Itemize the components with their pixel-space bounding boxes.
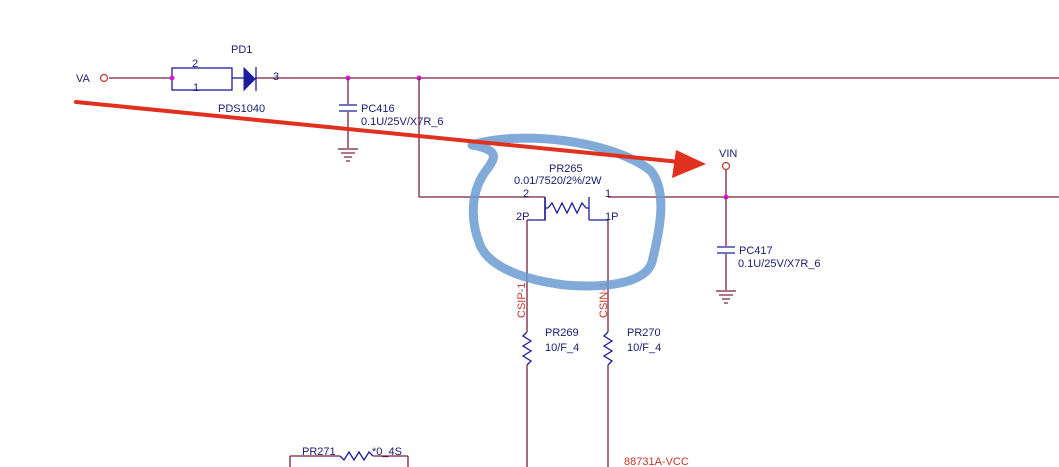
annotation-arrow [74, 100, 706, 178]
vin-label: VIN [719, 148, 737, 160]
ground-icon [716, 290, 736, 304]
pr265-pin-2: 2 [523, 188, 529, 200]
cap-pc417: PC417 0.1U/25V/X7R_6 [716, 194, 821, 304]
va-label: VA [76, 73, 91, 85]
vin-port: VIN [719, 148, 737, 197]
junction-dot [169, 75, 175, 81]
ground-icon [338, 148, 358, 162]
pd1-pin-1: 1 [193, 82, 199, 94]
pc417-value: 0.1U/25V/X7R_6 [738, 258, 821, 270]
vcc-net-label: 88731A-VCC [624, 456, 689, 467]
pr269-value: 10/F_4 [545, 342, 579, 354]
res-pr271: PR271 *0_4S [289, 446, 409, 467]
pr265-pin-1: 1 [605, 188, 611, 200]
pc416-value: 0.1U/25V/X7R_6 [361, 116, 444, 128]
res-pr270: PR270 10/F_4 [602, 327, 661, 467]
pd1-part: PDS1040 [218, 103, 265, 115]
diode-pd1: PD1 2 1 3 PDS1040 [169, 44, 279, 115]
pr271-value: *0_4S [372, 446, 402, 458]
pd1-pin-3: 3 [273, 71, 279, 83]
pc417-ref: PC417 [739, 245, 773, 257]
pr265-pin-2p: 2P [516, 211, 529, 223]
pr270-value: 10/F_4 [627, 342, 661, 354]
va-port: VA [76, 73, 109, 85]
pd1-pin-2: 2 [192, 58, 198, 70]
pr265-value: 0.01/7520/2%/2W [514, 175, 602, 187]
pr269-ref: PR269 [545, 327, 579, 339]
pr265-pin-1p: 1P [605, 211, 618, 223]
pr265-ref: PR265 [549, 163, 583, 175]
pc416-ref: PC416 [361, 103, 395, 115]
cap-pc416: PC416 0.1U/25V/X7R_6 [338, 75, 444, 162]
pd1-ref: PD1 [231, 44, 252, 56]
csip-net-label: CSIP-1 [516, 283, 528, 318]
shunt-pr265: PR265 0.01/7520/2%/2W 2 1 2P 1P [514, 163, 618, 223]
csin-net-label: CSIN-1 [598, 282, 610, 318]
pr271-ref: PR271 [302, 446, 336, 458]
res-pr269: PR269 10/F_4 [521, 327, 579, 467]
pr270-ref: PR270 [627, 327, 661, 339]
